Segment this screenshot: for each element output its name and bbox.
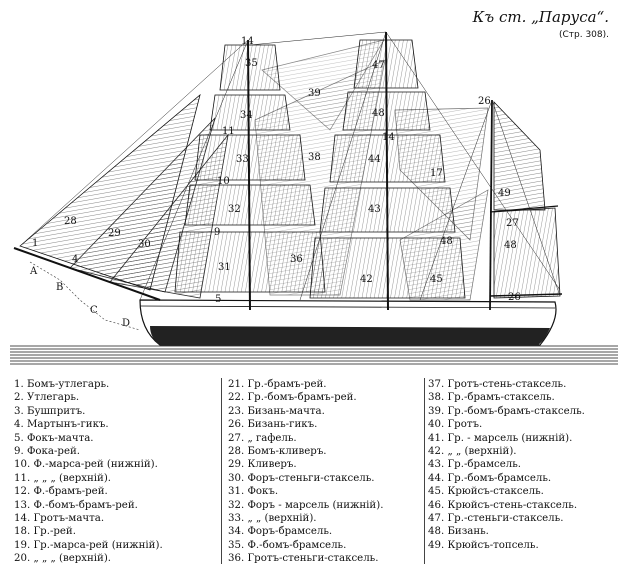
column-divider: [424, 378, 425, 564]
label-27: 27: [506, 218, 519, 229]
label-45: 48: [372, 108, 385, 119]
legend-item: 31. Фокъ.: [228, 486, 279, 498]
label-39: 39: [308, 88, 321, 99]
legend-item: 1. Бомъ-утлегарь.: [14, 379, 110, 390]
label-4: 4: [72, 254, 78, 265]
legend-item: 13. Ф.-бомъ-брамъ-рей.: [14, 499, 138, 511]
label-40: 42: [360, 274, 373, 285]
bowsprit: [13, 247, 161, 301]
label-11: 11: [222, 126, 235, 137]
legend-item: 19. Гр.-марса-рей (нижній).: [14, 539, 163, 551]
legend-item: 34. Форъ-брамсель.: [228, 526, 333, 538]
legend-item: 4. Мартынъ-гикъ.: [14, 419, 109, 431]
legend-item: 12. Ф.-брамъ-рей.: [14, 486, 108, 498]
mizzen-gaff: [489, 205, 559, 213]
label-25: 26: [478, 96, 491, 107]
label-1: 1: [32, 238, 38, 249]
rigging: [19, 31, 561, 301]
label-D: D: [122, 318, 130, 329]
legend-item: 28. Бомъ-кливеръ.: [228, 446, 327, 458]
page-reference: (Стр. 308).: [558, 30, 609, 40]
legend-item: 22. Гр.-бомъ-брамъ-рей.: [228, 392, 357, 404]
legend-item: 29. Кливеръ.: [228, 459, 297, 471]
label-35: 35: [245, 58, 258, 69]
hull-bottom: [150, 326, 550, 345]
legend-item: 21. Гр.-брамъ-рей.: [228, 379, 327, 390]
label-42: 44: [368, 154, 381, 165]
deck-line: [139, 305, 556, 309]
legend-item: 40. Гротъ.: [428, 419, 483, 431]
legend-item: 44. Гр.-бомъ-брамсель.: [428, 472, 552, 484]
legend-item: 32. Форъ - марсель (нижній).: [228, 499, 384, 511]
plate-title: Къ ст. „Паруса“.: [472, 8, 609, 26]
label-28: 28: [64, 216, 77, 227]
label-46: 48: [440, 236, 453, 247]
mizzenmast: [489, 99, 493, 311]
legend-item: 45. Крюйсъ-стаксель.: [428, 486, 544, 498]
legend-item: 10. Ф.-марса-рей (нижній).: [14, 459, 158, 471]
legend-item: 2. Утлегарь.: [14, 392, 80, 404]
legend-item: 36. Гротъ-стеньги-стаксель.: [228, 553, 379, 565]
legend-column-1: 1. Бомъ-утлегарь. 2. Утлегарь. 3. Бушпри…: [14, 378, 219, 566]
legend-item: 18. Гр.-рей.: [14, 526, 76, 538]
legend-item: 11. „ „ „ (верхній).: [14, 472, 112, 484]
sail-mizzen-48: [493, 207, 561, 299]
sail-main-44: [353, 39, 419, 89]
mizzen-boom: [489, 293, 563, 297]
legend-item: 33. „ „ (верхній).: [228, 513, 317, 525]
water: [10, 345, 618, 365]
sail-fore-35: [219, 44, 281, 91]
legend-item: 14. Гротъ-мачта.: [14, 513, 105, 525]
label-38: 38: [308, 152, 321, 163]
label-30: 30: [138, 239, 151, 250]
label-C: C: [90, 305, 98, 316]
label-17: 17: [430, 168, 443, 179]
label-B: B: [56, 282, 63, 293]
legend-item: 30. Форъ-стеньги-стаксель.: [228, 472, 375, 484]
label-A: A: [29, 266, 38, 277]
label-26: 26: [508, 292, 521, 303]
legend-item: 47. Гр.-стеньги-стаксель.: [428, 513, 564, 525]
label-29: 29: [108, 228, 121, 239]
label-32: 32: [228, 204, 241, 215]
legend-item: 41. Гр. - марсель (нижній).: [428, 432, 573, 444]
legend-item: 35. Ф.-бомъ-брамсель.: [228, 539, 347, 551]
legend-column-3: 37. Гротъ-стень-стаксель. 38. Гр.-брамъ-…: [428, 378, 620, 552]
legend-item: 5. Фокъ-мачта.: [14, 432, 94, 444]
legend-item: 39. Гр.-бомъ-брамъ-стаксель.: [428, 405, 585, 417]
label-36: 36: [290, 254, 303, 265]
legend-item: 46. Крюйсъ-стень-стаксель.: [428, 499, 578, 511]
legend-item: 37. Гротъ-стень-стаксель.: [428, 379, 567, 390]
label-44: 47: [372, 60, 385, 71]
label-33: 33: [236, 154, 249, 165]
legend-item: 23. Бизань-мачта.: [228, 405, 325, 417]
label-48: 48: [504, 240, 517, 251]
label-43: 45: [430, 274, 443, 285]
ship-diagram: 14 35 34 11 33 10 32 9 31 5 28 29 30 36 …: [10, 31, 618, 365]
legend-column-2: 21. Гр.-брамъ-рей. 22. Гр.-бомъ-брамъ-ре…: [228, 378, 423, 566]
label-41: 43: [368, 204, 381, 215]
column-divider: [221, 378, 222, 564]
legend-item: 43. Гр.-брамсель.: [428, 459, 522, 471]
legend-item: 26. Бизань-гикъ.: [228, 419, 318, 431]
label-13: 14: [241, 36, 254, 47]
legend-item: 20. „ „ „ (верхній).: [14, 553, 112, 565]
label-9: 9: [214, 227, 220, 238]
label-31: 31: [218, 262, 231, 273]
legend-item: 9. Фока-рей.: [14, 446, 81, 458]
legend-item: 3. Бушпритъ.: [14, 405, 86, 417]
label-49: 49: [498, 188, 511, 199]
label-10: 10: [217, 176, 230, 187]
label-34: 34: [240, 110, 253, 121]
label-20: 14: [382, 132, 395, 143]
sail-stay-45: [399, 189, 489, 301]
legend-item: 27. „ гафель.: [228, 432, 297, 444]
legend-item: 49. Крюйсъ-топсель.: [428, 539, 539, 551]
label-5: 5: [215, 294, 221, 305]
legend-item: 48. Бизань.: [428, 526, 489, 538]
legend-item: 42. „ „ (верхній).: [428, 446, 517, 458]
legend-item: 38. Гр.-брамъ-стаксель.: [428, 392, 555, 404]
